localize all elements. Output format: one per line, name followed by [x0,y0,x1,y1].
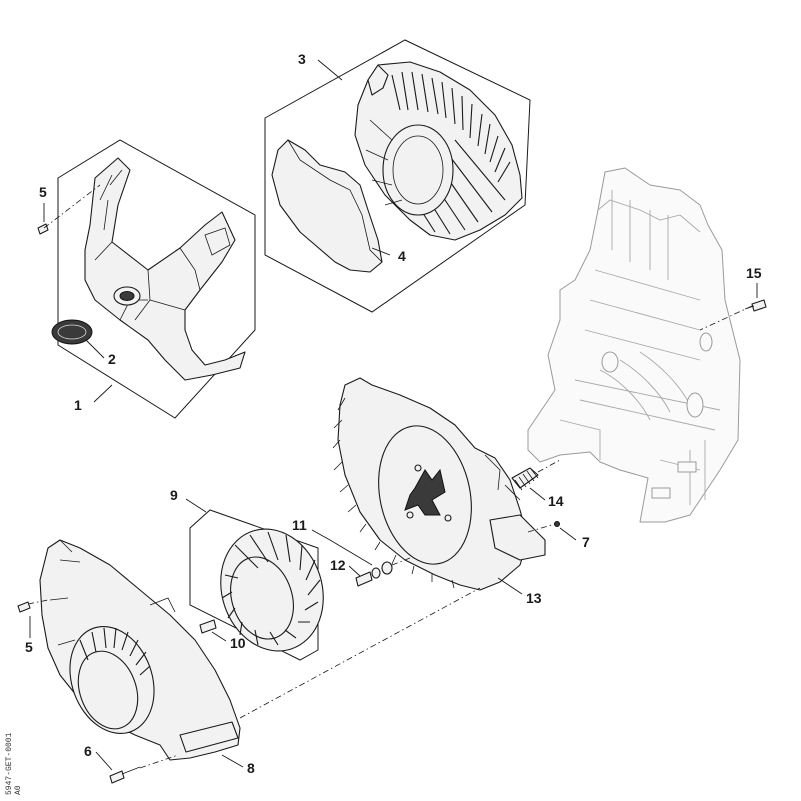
leader-13 [497,577,523,595]
spring [511,467,539,491]
leader-3 [317,59,343,81]
leader-11 [311,529,373,566]
group-box-impeller [189,509,319,661]
screw-impeller [199,619,217,634]
volute-housing [39,539,241,761]
leader-6 [95,751,113,771]
callout-12: 12 [330,557,346,573]
leader-1 [93,384,113,403]
callout-2: 2 [108,351,116,367]
callout-3: 3 [298,51,306,67]
leader-7 [559,527,577,541]
assembly-line-screw5-top [43,184,101,229]
assembly-line-spring [537,459,561,473]
callout-11: 11 [292,517,307,533]
callout-1: 1 [74,397,82,413]
screw-volute-left [17,601,31,613]
callout-5a: 5 [39,184,47,200]
callout-4: 4 [398,248,406,264]
screw-backplate [744,299,767,312]
leader-12 [348,565,361,577]
drawing-reference-sub: A0 [14,785,23,795]
group-box-cover [57,139,256,419]
callout-10: 10 [230,635,246,651]
leader-4 [371,247,391,256]
grille-fins [391,71,511,235]
fan-housing [332,377,546,591]
callout-14: 14 [548,493,564,509]
callout-13: 13 [526,590,542,606]
impeller [220,528,324,652]
backplate-frame [527,167,741,523]
callout-15: 15 [746,265,762,281]
assembly-line-washer [391,557,411,566]
leader-9 [185,498,207,513]
callout-5b: 5 [25,639,33,655]
assembly-line-pin [527,523,556,533]
leader-8 [221,754,244,768]
badge-emblem [51,319,93,345]
group-box-fan-housing [264,39,531,313]
screw-top [37,223,49,235]
drawing-reference: 5947-GET-0001 [5,732,14,795]
callout-8: 8 [247,760,255,776]
assembly-line-screw15 [699,305,753,331]
callout-7: 7 [582,534,590,550]
leader-14 [529,487,546,501]
washer-and-screw [355,561,393,587]
leader-2 [85,339,105,359]
callout-6: 6 [84,743,92,759]
shroud-cover [84,157,246,381]
pin [554,521,560,527]
screw-volute-bottom [109,766,141,784]
assembly-line-main [239,587,481,719]
fan-grille-housing [354,61,523,241]
leader-10 [211,631,227,642]
callout-9: 9 [170,487,178,503]
assembly-line-screw5-low [27,599,49,605]
